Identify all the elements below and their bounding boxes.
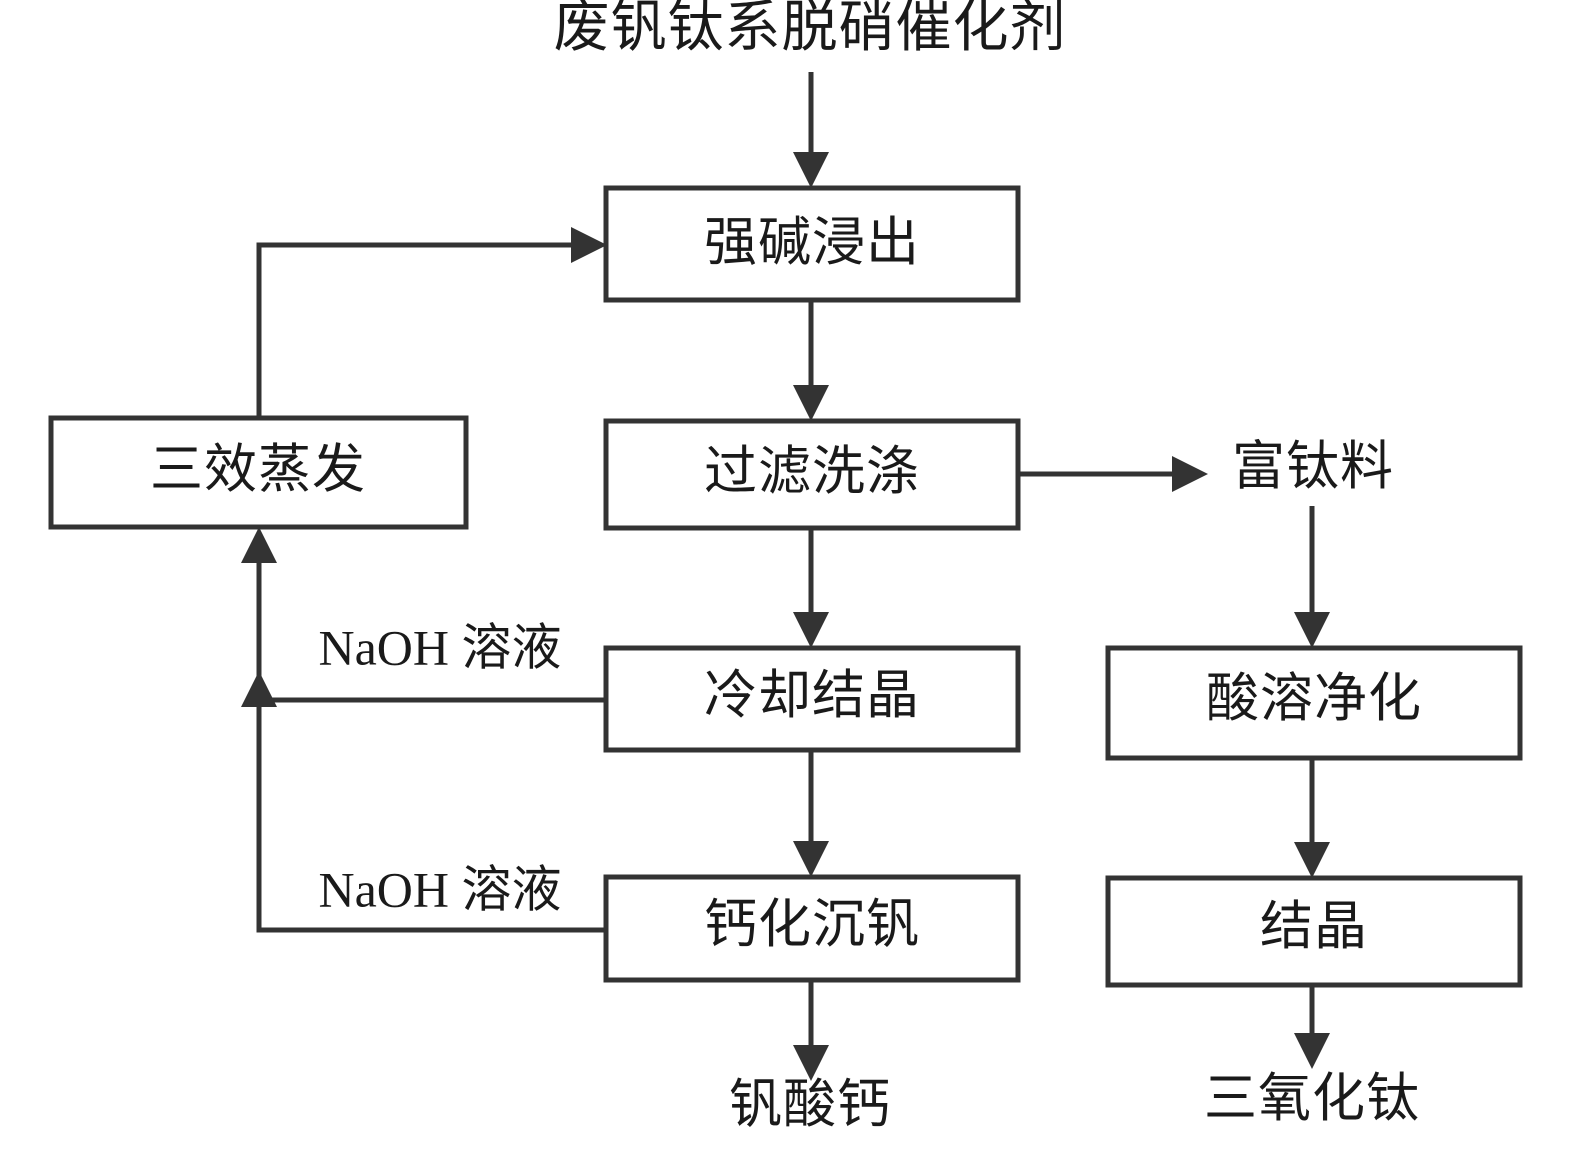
naoh-solution-label-upper: NaOH 溶液	[318, 619, 561, 675]
connector-cooling-crystallization-to-precipitation	[793, 750, 829, 877]
process-box-calcium-vanadium-precipitation[interactable]: 钙化沉钒	[603, 874, 1021, 983]
connector-crystallization-to-titanium-trioxide	[1294, 985, 1330, 1069]
process-box-alkali-leaching[interactable]: 强碱浸出	[603, 185, 1021, 303]
feedstock-label: 废钒钛系脱硝催化剂	[554, 0, 1067, 59]
process-box-alkali-leaching-label: 强碱浸出	[704, 214, 920, 272]
connector-cooling-crystallization-naoh-return	[241, 527, 605, 707]
process-box-acid-dissolution-purification-label: 酸溶净化	[1206, 670, 1422, 728]
connector-acid-purification-to-crystallization	[1294, 758, 1330, 878]
titanium-trioxide-label: 三氧化钛	[1204, 1070, 1420, 1128]
process-box-triple-evaporation[interactable]: 三效蒸发	[48, 415, 469, 530]
process-box-filter-washing[interactable]: 过滤洗涤	[603, 418, 1021, 531]
connector-filter-washing-to-titanium-rich	[1018, 456, 1208, 492]
process-box-cooling-crystallization-label: 冷却结晶	[704, 667, 920, 725]
calcium-vanadate-label: 钒酸钙	[729, 1076, 891, 1134]
process-box-filter-washing-label: 过滤洗涤	[704, 443, 920, 501]
process-box-cooling-crystallization[interactable]: 冷却结晶	[603, 645, 1021, 753]
naoh-solution-label-lower: NaOH 溶液	[318, 861, 561, 917]
connector-precipitation-naoh-return	[256, 703, 605, 933]
connector-evaporation-to-alkali-leaching-recycle	[256, 227, 607, 418]
connector-precipitation-to-calcium-vanadate	[793, 980, 829, 1081]
titanium-rich-material-label: 富钛料	[1232, 438, 1394, 496]
connector-feedstock-to-alkali-leaching	[793, 72, 829, 188]
connector-filter-washing-to-cooling-crystallization	[793, 528, 829, 648]
process-box-triple-evaporation-label: 三效蒸发	[150, 441, 366, 499]
process-box-crystallization-label: 结晶	[1260, 898, 1368, 956]
connector-alkali-leaching-to-filter-washing	[793, 300, 829, 421]
process-box-acid-dissolution-purification[interactable]: 酸溶净化	[1105, 645, 1523, 761]
process-box-calcium-vanadium-precipitation-label: 钙化沉钒	[704, 896, 920, 954]
connector-titanium-rich-to-acid-purification	[1294, 506, 1330, 648]
process-box-crystallization[interactable]: 结晶	[1105, 875, 1523, 988]
